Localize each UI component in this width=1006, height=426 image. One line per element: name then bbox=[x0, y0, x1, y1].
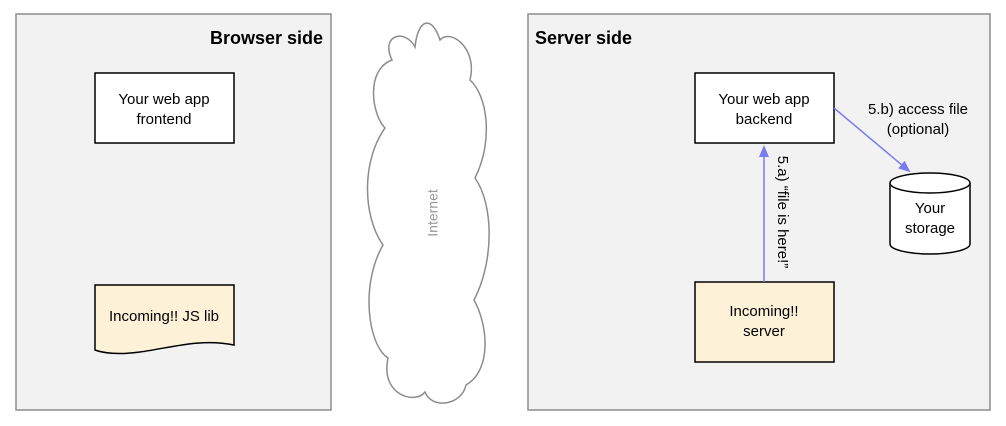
incoming-server-node: Incoming!! server bbox=[694, 281, 835, 363]
storage-label-line1: Your bbox=[915, 200, 945, 217]
frontend-box bbox=[94, 72, 235, 144]
internet-cloud: Internet bbox=[366, 22, 490, 404]
cloud-shape bbox=[366, 22, 490, 404]
storage-cylinder-top bbox=[889, 172, 971, 194]
frontend-node: Your web app frontend bbox=[94, 72, 235, 144]
backend-label-line1: Your web app bbox=[718, 91, 809, 108]
js-lib-node: Incoming!! JS lib bbox=[94, 284, 235, 355]
access-file-edge: 5.b) access file (optional) bbox=[833, 101, 968, 173]
incoming-server-box bbox=[694, 281, 835, 363]
storage-node: Your storage bbox=[889, 172, 971, 255]
file-is-here-label: 5.a) “file is here!” bbox=[774, 156, 791, 269]
backend-box bbox=[694, 72, 835, 144]
access-file-label-line2: (optional) bbox=[887, 121, 950, 138]
file-is-here-edge: 5.a) “file is here!” bbox=[759, 145, 791, 282]
incoming-server-label-line2: server bbox=[743, 323, 785, 340]
access-file-arrow bbox=[833, 107, 911, 173]
storage-label-line2: storage bbox=[905, 220, 955, 237]
backend-label-line2: backend bbox=[736, 111, 793, 128]
browser-side-title: Browser side bbox=[210, 28, 323, 48]
frontend-label-line2: frontend bbox=[136, 111, 191, 128]
access-file-label-line1: 5.b) access file bbox=[868, 101, 968, 118]
frontend-label-line1: Your web app bbox=[118, 91, 209, 108]
internet-label: Internet bbox=[425, 189, 441, 237]
js-lib-document-shape bbox=[94, 284, 235, 355]
backend-node: Your web app backend bbox=[694, 72, 835, 144]
server-side-title: Server side bbox=[535, 28, 632, 48]
storage-cylinder-body bbox=[889, 183, 971, 255]
js-lib-label: Incoming!! JS lib bbox=[109, 308, 219, 325]
incoming-server-label-line1: Incoming!! bbox=[729, 303, 798, 320]
